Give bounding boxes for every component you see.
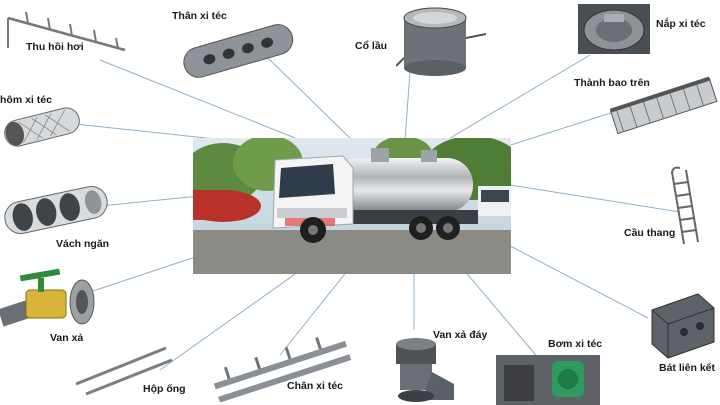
connector-co-lau [404,71,411,141]
tanker-truck-photo [193,138,511,274]
label-van-xa-day: Van xả đáy [433,329,488,341]
label-vach-ngan: Vách ngăn [56,238,110,250]
tank-pump-image [496,355,600,405]
label-cau-thang: Cầu thang [624,227,676,239]
bottom-valve-image [396,338,454,402]
label-hop-ong: Hộp ống [143,383,186,395]
connector-thu-hoi-hoi [99,59,301,141]
tank-shell-mesh-image [4,107,80,147]
label-bom-xi-tec: Bơm xi téc [548,338,603,350]
manhole-collar-image [396,7,487,76]
vapor-recovery-pipe-image [7,11,126,52]
connector-vach-ngan [99,194,211,207]
tank-body-image [183,24,294,78]
connector-cau-thang [509,184,681,213]
tank-lid-image [578,4,650,54]
label-bat-lien-ket: Bát liên kết [659,362,716,374]
label-thanh-bao-tren: Thành bao trên [574,77,650,89]
baffle-image [4,186,108,234]
pipe-box-image [75,346,173,396]
tank-legs-image [213,337,352,402]
top-rail-frame-image [609,76,718,135]
label-co-lau: Cổ lầu [355,40,388,52]
ladder-image [671,166,699,245]
connection-bracket-image [651,293,715,359]
label-than-xi-tec: Thân xi téc [172,10,227,22]
label-chan-xi-tec: Chân xi téc [287,380,344,392]
label-thu-hoi-hoi: Thu hồi hơi [26,41,84,53]
discharge-valve-image [0,268,95,327]
label-nhom-xi-tec: hôm xi téc [0,94,52,106]
connector-nap-xi-tec [429,54,591,151]
connector-than-xi-tec [267,57,353,141]
label-van-xa: Van xả [50,332,84,344]
label-nap-xi-tec: Nắp xi téc [656,18,706,30]
